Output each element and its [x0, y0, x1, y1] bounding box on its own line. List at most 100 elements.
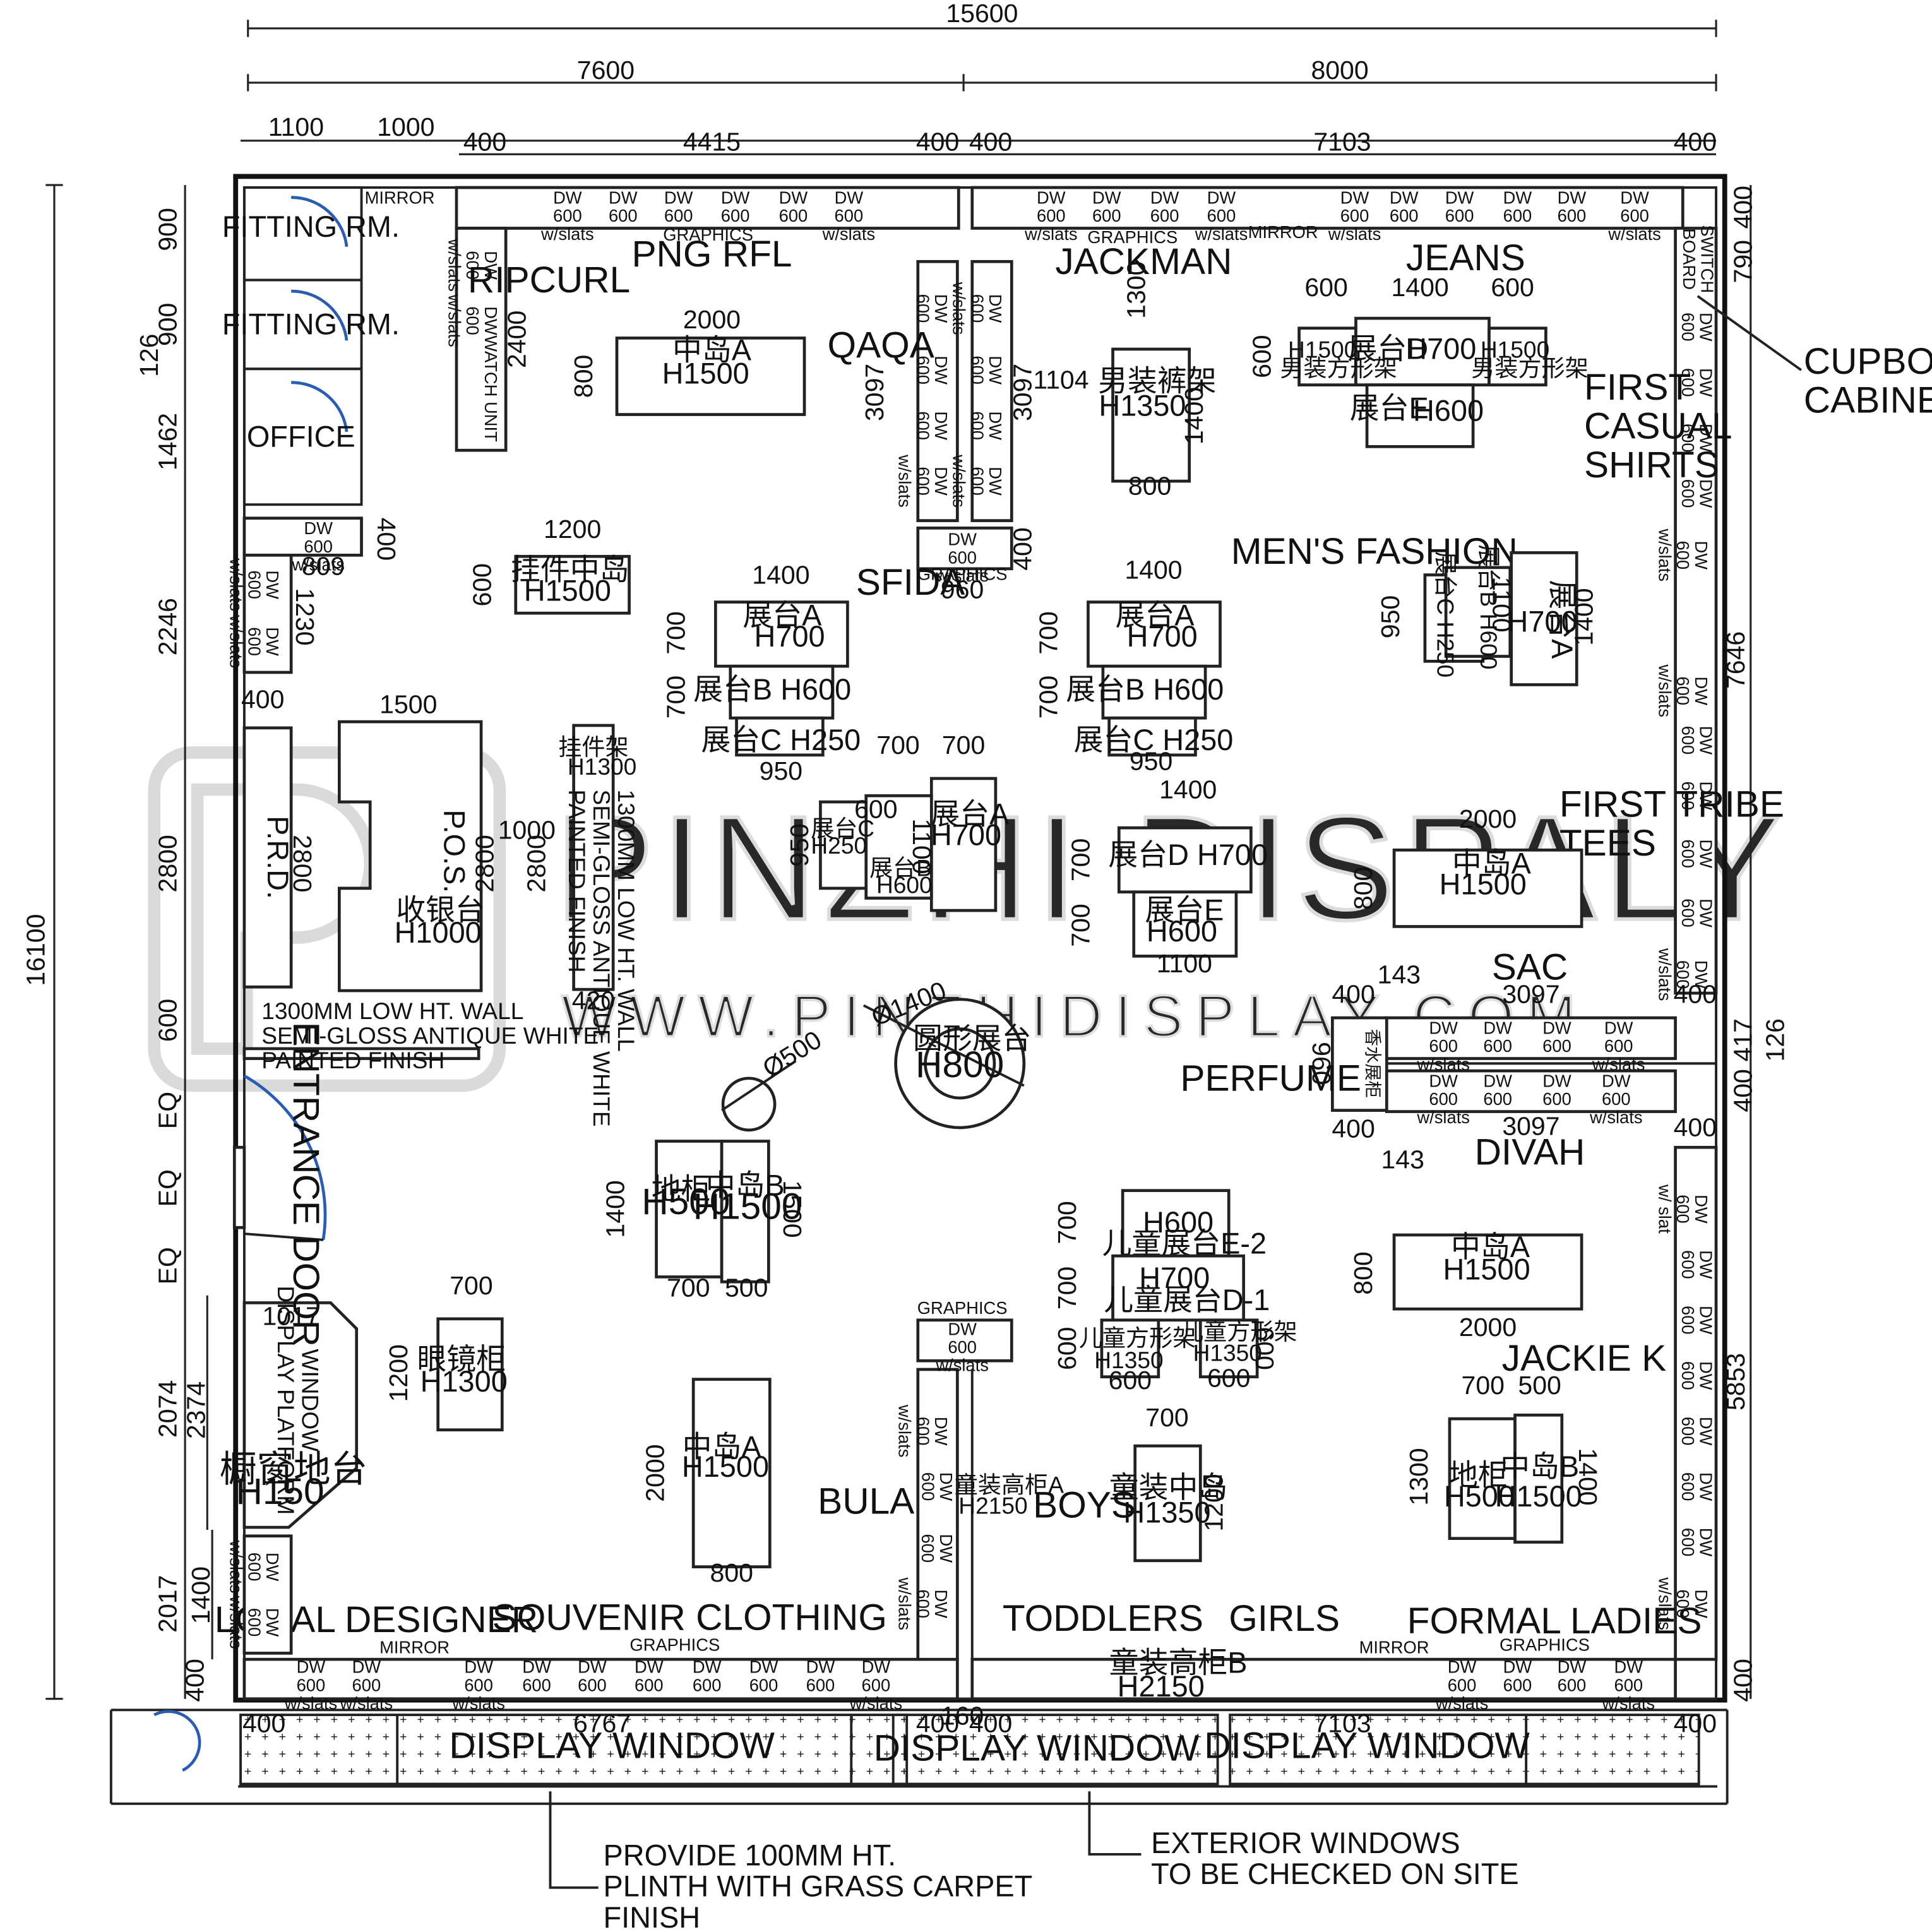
- svg-text:H250: H250: [811, 832, 867, 859]
- svg-text:1400: 1400: [1573, 1448, 1602, 1505]
- svg-text:DW600: DW600: [1445, 188, 1474, 225]
- svg-text:DW600: DW600: [1150, 188, 1179, 225]
- svg-text:DW600w/slats: DW600w/slats: [1195, 188, 1248, 243]
- svg-text:DW600w/slats: DW600w/slats: [822, 188, 876, 243]
- fixtures-lower-left: 地柜 H500 中岛B H1500 700 500 1400 1500 眼镜柜 …: [220, 558, 807, 1655]
- left-segment-dims: 900 900 126 1462 2246 2800 600 EQ EQ EQ …: [134, 185, 215, 1702]
- svg-text:H1350: H1350: [1193, 1339, 1262, 1366]
- svg-text:P.O.S.: P.O.S.: [438, 809, 470, 893]
- svg-text:800: 800: [1128, 472, 1171, 501]
- svg-text:1300: 1300: [1404, 1448, 1433, 1505]
- svg-text:H500: H500: [1444, 1480, 1515, 1513]
- svg-text:1400: 1400: [752, 560, 809, 589]
- fixtures-upper-right: 男装裤架 H1350 800 1400 1104 1300 H1500 男装方形…: [1033, 261, 1588, 501]
- svg-text:中岛A: 中岛A: [672, 334, 752, 367]
- svg-text:800: 800: [1349, 1251, 1378, 1294]
- svg-text:500: 500: [725, 1273, 768, 1303]
- svg-text:H1350: H1350: [1123, 1496, 1210, 1529]
- zone-girls: GIRLS: [1229, 1598, 1340, 1639]
- svg-text:H1500: H1500: [662, 357, 749, 390]
- svg-text:DW600: DW600: [1678, 898, 1716, 927]
- svg-text:男装方形架: 男装方形架: [1280, 355, 1397, 381]
- svg-text:900: 900: [153, 303, 182, 346]
- dim-809: 809: [302, 552, 345, 581]
- svg-text:DW600w/slats: DW600w/slats: [895, 1404, 951, 1458]
- svg-text:DW600: DW600: [1678, 1361, 1716, 1390]
- svg-text:790: 790: [1729, 240, 1758, 283]
- dim-total-height: 16100: [21, 914, 50, 986]
- svg-text:DW600w/slats: DW600w/slats: [1655, 948, 1710, 1001]
- svg-text:DW600w/slats: DW600w/slats: [227, 558, 282, 611]
- svg-text:DW600w/slats: DW600w/slats: [950, 454, 1005, 508]
- entrance-door: ENTRANCE DOOR: [153, 1022, 327, 1772]
- dim-top-1: 1100: [268, 112, 324, 141]
- svg-text:香水展柜: 香水展柜: [1363, 1029, 1383, 1098]
- svg-text:展台E: 展台E: [1145, 894, 1224, 927]
- qaqa-center-wall: DW600 DW600 DW600 DW600w/slats DW600w/sl…: [860, 259, 1037, 604]
- svg-text:400: 400: [241, 685, 284, 714]
- entrance-door-label: ENTRANCE DOOR: [285, 1022, 326, 1347]
- svg-text:DW600w/slats: DW600w/slats: [284, 1657, 338, 1713]
- svg-text:展台B H600: 展台B H600: [693, 673, 851, 706]
- svg-text:展台B: 展台B: [869, 854, 932, 881]
- fixtures-mens-fashion: 展台C H250 展台B H600 展台A H700 1100 950 1400: [1376, 544, 1599, 686]
- svg-text:MIRROR: MIRROR: [1248, 222, 1318, 242]
- svg-text:400: 400: [180, 1659, 209, 1702]
- zone-jeans: JEANS: [1406, 237, 1525, 278]
- svg-text:DW600: DW600: [1678, 1528, 1716, 1557]
- svg-text:DW600: DW600: [913, 294, 951, 323]
- svg-text:1500: 1500: [778, 1180, 807, 1237]
- zone-jackie: JACKIE K: [1502, 1338, 1667, 1379]
- zone-mens-fashion: MEN'S FASHION: [1231, 531, 1518, 572]
- svg-text:DW600: DW600: [522, 1657, 551, 1695]
- svg-text:950: 950: [760, 756, 802, 785]
- right-segment-dims: 400 790 417 126 400 400: [1729, 186, 1790, 1702]
- watch-unit: WATCH UNIT: [481, 335, 501, 442]
- svg-text:DW600w/slats: DW600w/slats: [1607, 188, 1661, 243]
- svg-text:DW600: DW600: [967, 411, 1005, 440]
- zone-perfume: PERFUME: [1180, 1058, 1361, 1099]
- top-segment-dims: 1100 1000 400 4415 400 400 7103 400: [241, 112, 1717, 156]
- svg-text:700: 700: [1034, 676, 1063, 719]
- svg-text:DW600: DW600: [1558, 188, 1587, 225]
- svg-text:1400: 1400: [1391, 273, 1448, 302]
- back-of-house: FITTING RM. FITTING RM. OFFICE MIRROR DW…: [222, 186, 435, 674]
- dim-left-half: 7600: [577, 56, 635, 85]
- svg-text:DW600: DW600: [1092, 188, 1121, 225]
- fixtures-upper-left: 中岛A H1500 2000 800 挂件中岛 H1500 1200 600: [468, 305, 806, 615]
- svg-text:600: 600: [1491, 273, 1534, 302]
- svg-text:800: 800: [569, 355, 598, 398]
- svg-text:DW600: DW600: [913, 355, 951, 385]
- svg-text:中岛B: 中岛B: [1500, 1450, 1579, 1483]
- svg-text:600: 600: [153, 999, 182, 1042]
- svg-text:700: 700: [661, 676, 690, 719]
- svg-text:H700: H700: [1506, 605, 1577, 638]
- svg-text:DW600w/slats: DW600w/slats: [1435, 1657, 1489, 1713]
- svg-text:橱窗地台: 橱窗地台: [220, 1449, 367, 1490]
- svg-text:展台D H700: 展台D H700: [1108, 838, 1268, 871]
- svg-text:2400: 2400: [502, 311, 531, 368]
- svg-text:DW600: DW600: [693, 1657, 722, 1695]
- svg-text:600: 600: [1052, 1327, 1082, 1370]
- svg-text:1500: 1500: [379, 689, 437, 719]
- svg-text:中岛B: 中岛B: [706, 1169, 785, 1202]
- svg-text:DW600w/slats: DW600w/slats: [540, 188, 594, 243]
- svg-text:DW600: DW600: [1678, 313, 1716, 342]
- svg-text:男装方形架: 男装方形架: [1471, 355, 1589, 381]
- svg-text:600: 600: [854, 795, 897, 824]
- svg-text:1230: 1230: [290, 588, 319, 645]
- svg-text:H1000: H1000: [395, 916, 482, 949]
- svg-text:600: 600: [1304, 273, 1347, 302]
- svg-text:挂件中岛: 挂件中岛: [511, 553, 629, 586]
- svg-text:DW600w/slats: DW600w/slats: [291, 518, 345, 574]
- svg-text:DW600: DW600: [913, 411, 951, 440]
- display-windows: DISPLAY WINDOW DISPLAY WINDOW DISPLAY WI…: [239, 1702, 1717, 1786]
- svg-text:H1350: H1350: [1099, 390, 1186, 422]
- svg-text:700: 700: [1066, 838, 1095, 881]
- svg-text:展台C H250: 展台C H250: [1432, 551, 1458, 677]
- svg-text:H150: H150: [236, 1471, 325, 1512]
- zone-divah: DIVAH: [1475, 1132, 1585, 1173]
- dim-right-half: 8000: [1311, 56, 1368, 85]
